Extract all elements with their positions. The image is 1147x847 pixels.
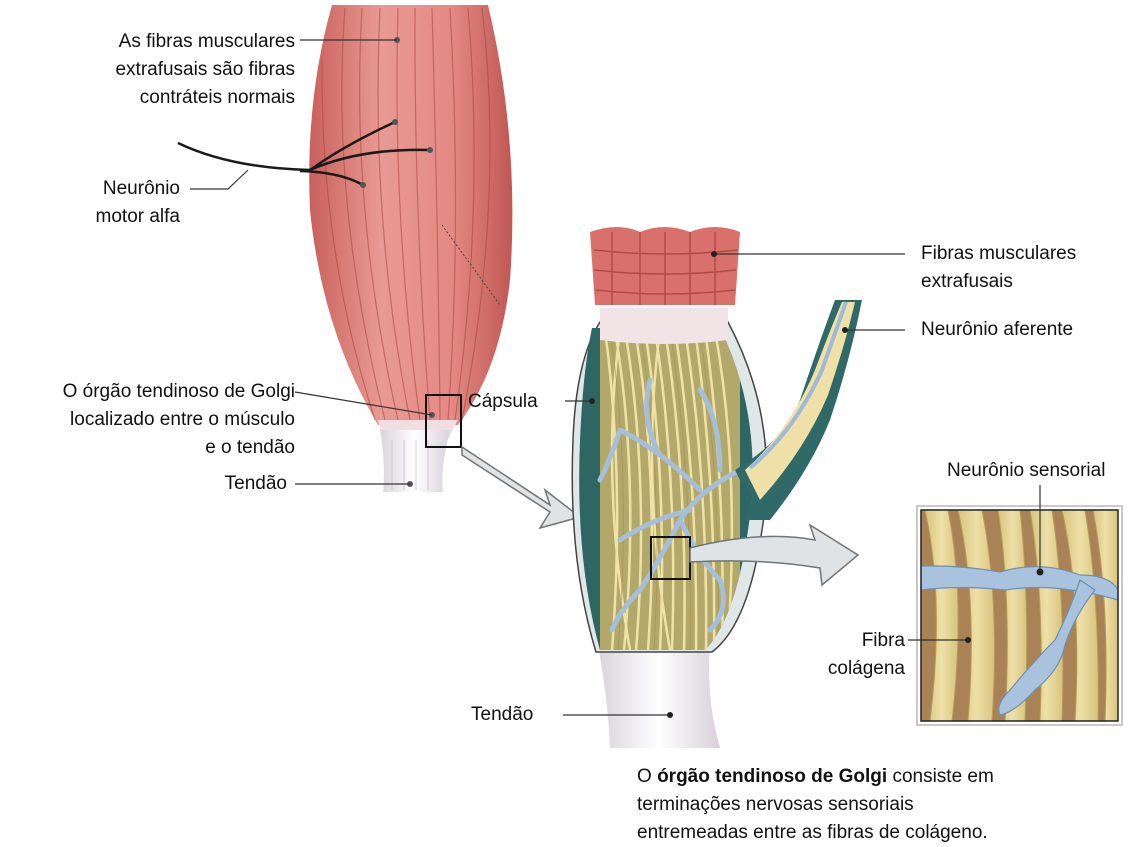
label-line: extrafusais são fibras <box>115 59 295 80</box>
afferent-nerve <box>735 300 862 520</box>
label-collagen-fiber: Fibra colágena <box>800 627 905 683</box>
golgi-location-box <box>425 394 462 448</box>
label-line: colágena <box>827 658 905 679</box>
label-extrafusal-right: Fibras musculares extrafusais <box>921 240 1076 296</box>
label-tendon-bottom: Tendão <box>471 704 534 725</box>
caption-line-1: O órgão tendinoso de Golgi consiste em <box>637 763 1137 791</box>
caption: O órgão tendinoso de Golgi consiste em t… <box>637 763 1137 847</box>
label-extrafusal-fibers: As fibras musculares extrafusais são fib… <box>40 28 295 112</box>
label-line: Fibra <box>861 630 905 651</box>
inset-magnified <box>916 505 1123 726</box>
label-capsule: Cápsula <box>468 391 538 412</box>
label-tendon-left: Tendão <box>224 473 287 494</box>
label-line: Fibras musculares <box>921 243 1077 264</box>
label-line: As fibras musculares <box>118 31 295 52</box>
tendon-bottom <box>598 645 720 748</box>
alpha-motor-neuron <box>177 120 431 187</box>
tendon-left <box>380 430 450 492</box>
caption-bold: órgão tendinoso de Golgi <box>657 766 888 787</box>
caption-line-2: terminações nervosas sensoriais <box>637 794 914 815</box>
muscle-belly <box>309 5 513 440</box>
caption-line-3: entremeadas entre as fibras de colágeno. <box>637 822 988 843</box>
label-line: O órgão tendinoso de Golgi <box>62 381 295 402</box>
label-alpha-motor-neuron: Neurônio motor alfa <box>40 175 180 231</box>
extrafusal-fibers-cap <box>590 227 740 344</box>
label-line: motor alfa <box>95 206 180 227</box>
label-golgi-location: O órgão tendinoso de Golgi localizado en… <box>0 378 295 462</box>
label-line: contráteis normais <box>139 87 295 108</box>
label-line: Neurônio <box>102 178 180 199</box>
label-line: extrafusais <box>921 271 1013 292</box>
collagen-fibers <box>597 328 743 650</box>
label-line: e o tendão <box>205 437 295 458</box>
zoom-arrow-2 <box>689 523 860 587</box>
leader-lines <box>190 39 1041 716</box>
caption-rest: consiste em <box>887 766 994 787</box>
label-sensory-neuron: Neurônio sensorial <box>947 460 1106 481</box>
label-afferent-neuron: Neurônio aferente <box>921 319 1074 340</box>
label-line: localizado entre o músculo <box>70 409 295 430</box>
caption-prefix: O <box>637 766 658 787</box>
zoom-arrow-1 <box>461 445 582 530</box>
